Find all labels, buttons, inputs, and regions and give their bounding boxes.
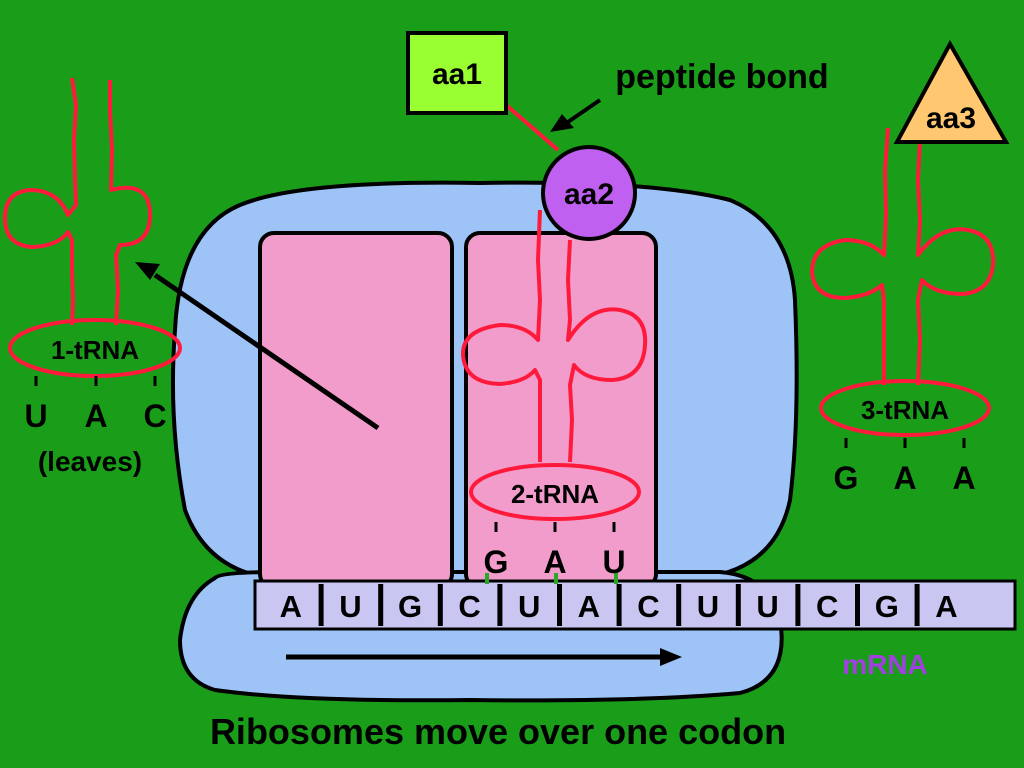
trna-2-anticodon-ticks bbox=[494, 522, 616, 532]
mrna-base-cell bbox=[801, 585, 852, 625]
trna-3-anticodon-base: A bbox=[893, 460, 916, 496]
trna-1-anticodon-base: U bbox=[24, 398, 47, 434]
trna-exit-arrow bbox=[135, 262, 380, 431]
codon-pairing-lines bbox=[485, 573, 618, 584]
mrna-base-divider bbox=[914, 584, 920, 626]
amino-acid-3-label: aa3 bbox=[926, 102, 976, 135]
mrna-base-cell bbox=[443, 585, 495, 625]
trna-1-anticodon-base: A bbox=[84, 398, 107, 434]
mrna-base-divider bbox=[855, 584, 860, 626]
mrna-base-divider bbox=[735, 584, 741, 626]
trna-2-anticodon-base: G bbox=[484, 544, 509, 580]
caption: Ribosomes move over one codon bbox=[210, 711, 786, 752]
trna-1-anticodon-base: C bbox=[143, 398, 166, 434]
mrna-base-cell bbox=[682, 585, 733, 625]
mrna-base-cell bbox=[622, 585, 674, 625]
mrna-base-cell bbox=[861, 585, 912, 625]
amino-acid-2-label: aa2 bbox=[564, 178, 614, 211]
trna-3-anticodon-ticks bbox=[844, 438, 966, 448]
ribosome-direction-arrow bbox=[286, 648, 682, 666]
amino-acid-3-triangle bbox=[893, 39, 1010, 144]
mrna-base-cell bbox=[741, 585, 793, 625]
trna-3-anticodon-base: A bbox=[952, 460, 975, 496]
mrna-base-divider bbox=[437, 584, 443, 626]
mrna-base: A bbox=[280, 589, 302, 624]
mrna-base: U bbox=[518, 589, 540, 624]
mrna-base-cell bbox=[324, 585, 376, 625]
amino-acid-1-label: aa1 bbox=[432, 58, 482, 91]
mrna-base: U bbox=[339, 589, 361, 624]
mrna-base-cell bbox=[503, 585, 554, 625]
mrna-base: A bbox=[578, 589, 600, 624]
trna-2-anticodon-base: U bbox=[602, 544, 625, 580]
amino-acid-2-circle bbox=[541, 145, 637, 241]
trna-3-label: 3-tRNA bbox=[861, 395, 949, 425]
trna-3-shape bbox=[810, 127, 996, 437]
trna-2-shape bbox=[460, 209, 648, 521]
peptide-bond-label: peptide bond bbox=[615, 58, 828, 96]
trna-1-leaves-note: (leaves) bbox=[38, 446, 142, 477]
mrna-base-cell bbox=[265, 585, 316, 625]
peptide-bond-line bbox=[503, 102, 560, 152]
mrna-base: C bbox=[637, 589, 659, 624]
mrna-base-divider bbox=[616, 584, 622, 626]
mrna-base-divider bbox=[557, 584, 562, 626]
trna-3-anticodon-base: G bbox=[834, 460, 859, 496]
trna-2-anticodon-base: A bbox=[543, 544, 566, 580]
mrna-base-divider bbox=[795, 584, 801, 626]
mrna-base-cell bbox=[920, 585, 972, 625]
trna-2-label: 2-tRNA bbox=[511, 479, 599, 509]
mrna-base-divider bbox=[497, 584, 503, 626]
mrna-base-cell bbox=[384, 585, 435, 625]
amino-acid-1-box bbox=[406, 31, 508, 115]
ribosome-site-right bbox=[464, 231, 658, 590]
mrna-base: C bbox=[458, 589, 480, 624]
trna-1-shape bbox=[3, 77, 182, 378]
mrna-base-cell bbox=[563, 585, 614, 625]
peptide-bond-pointer bbox=[550, 98, 602, 132]
mrna-base-divider bbox=[676, 584, 682, 626]
trna-1-anticodon-ticks bbox=[34, 376, 157, 386]
mrna-base: C bbox=[816, 589, 838, 624]
mrna-base: G bbox=[875, 589, 899, 624]
mrna-base: A bbox=[935, 589, 957, 624]
mrna-base: G bbox=[398, 589, 422, 624]
mrna-base: U bbox=[697, 589, 719, 624]
mrna-base: U bbox=[756, 589, 778, 624]
trna-1-label: 1-tRNA bbox=[51, 335, 139, 365]
mrna-base-divider bbox=[378, 584, 384, 626]
mrna-label: mRNA bbox=[842, 649, 928, 680]
mrna-base-divider bbox=[318, 584, 324, 626]
